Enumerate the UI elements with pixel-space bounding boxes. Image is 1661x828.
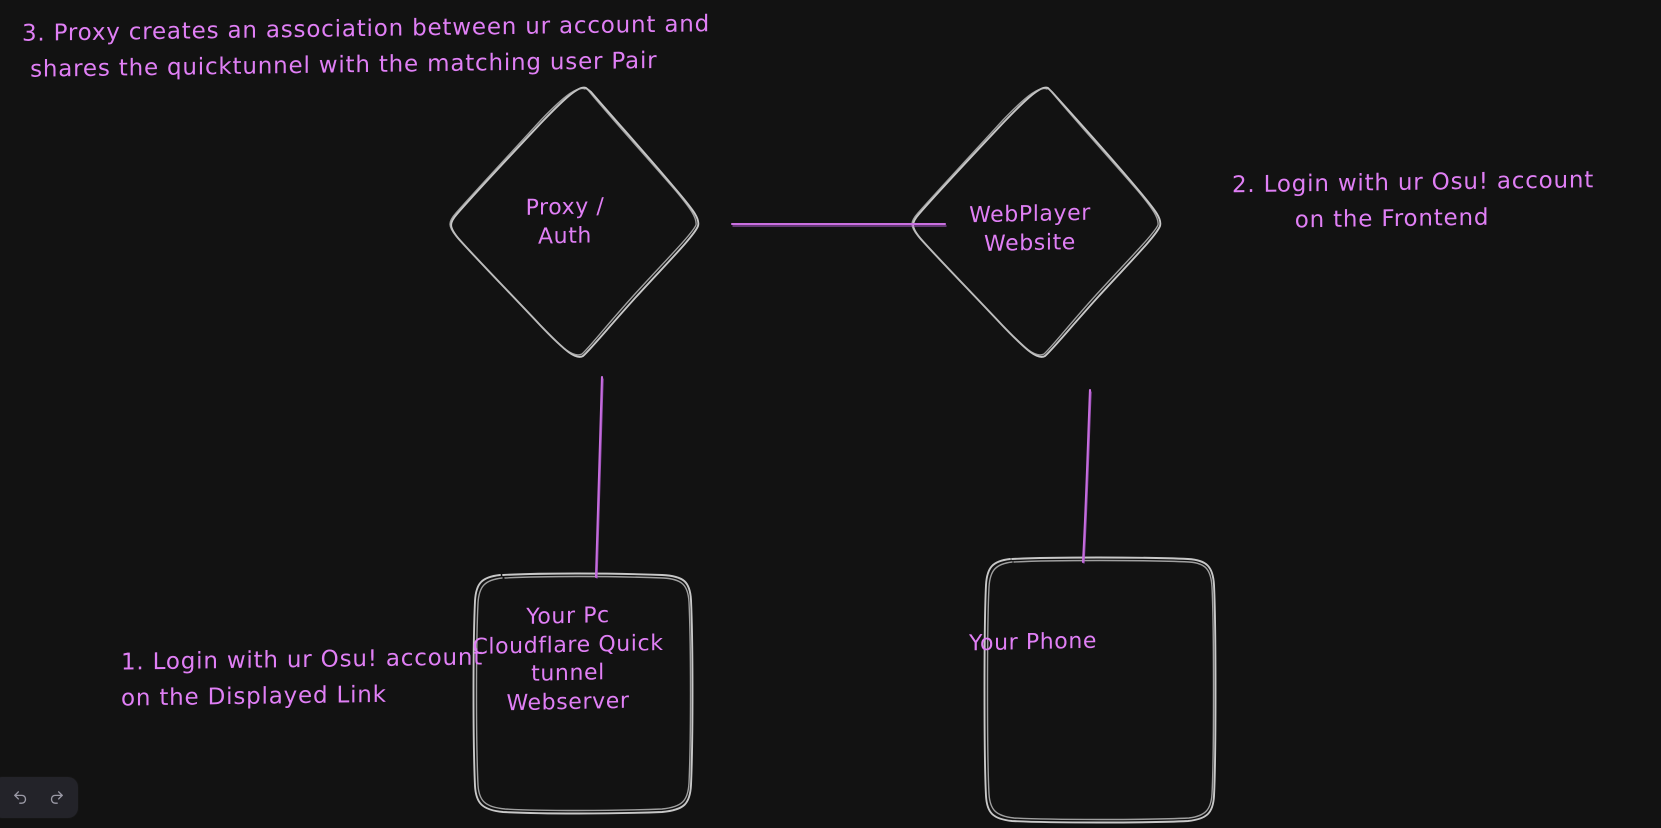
node-your-phone[interactable] [983, 556, 1217, 824]
note-step-3[interactable]: 3. Proxy creates an association between … [22, 11, 711, 83]
connector-proxy-to-webplayer[interactable] [730, 222, 947, 227]
note-step-1[interactable]: 1. Login with ur Osu! account on the Dis… [121, 644, 484, 712]
node-webplayer-website[interactable] [911, 86, 1162, 358]
node-label-webplayer-website[interactable]: WebPlayer Website [969, 200, 1091, 257]
node-proxy-auth[interactable] [449, 86, 700, 358]
connector-webplayer-to-your-phone[interactable] [1081, 388, 1092, 564]
node-label-proxy-auth[interactable]: Proxy / Auth [525, 194, 605, 250]
undo-button[interactable] [4, 782, 36, 814]
redo-icon [48, 789, 65, 806]
node-label-your-pc[interactable]: Your Pc Cloudflare Quick tunnel Webserve… [472, 603, 664, 717]
node-label-your-phone[interactable]: Your Phone [968, 628, 1098, 657]
note-step-2[interactable]: 2. Login with ur Osu! account on the Fro… [1232, 167, 1595, 233]
redo-button[interactable] [40, 782, 72, 814]
undo-icon [12, 789, 29, 806]
connector-proxy-to-your-pc[interactable] [594, 375, 604, 579]
node-your-pc[interactable] [472, 572, 694, 815]
history-toolbar [0, 777, 78, 818]
